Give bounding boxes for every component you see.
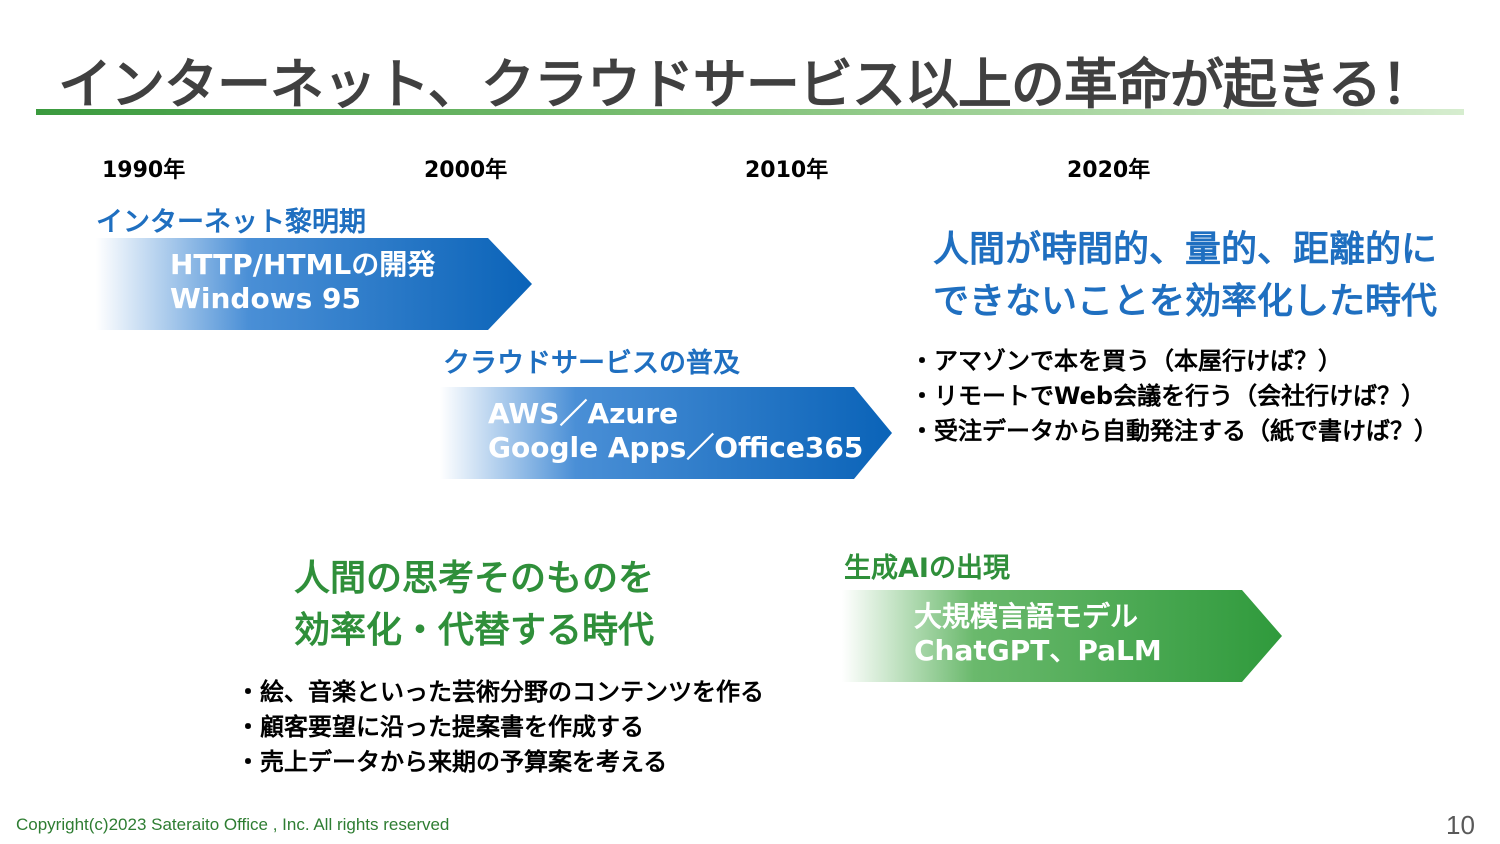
blue-bullet-2: ・リモートでWeb会議を行う（会社行けば？） (910, 382, 1426, 410)
title-underline (36, 109, 1464, 115)
genai-era-line-2: ChatGPT、PaLM (914, 634, 1162, 667)
cloud-era-label: クラウドサービスの普及 (443, 348, 740, 379)
year-2020: 2020年 (1067, 158, 1151, 183)
genai-era-arrow: 大規模言語モデル ChatGPT、PaLM (842, 590, 1282, 682)
blue-headline-line-1: 人間が時間的、量的、距離的に (932, 229, 1437, 270)
green-bullet-1: ・絵、音楽といった芸術分野のコンテンツを作る (236, 678, 764, 706)
year-2000: 2000年 (424, 158, 508, 183)
green-bullet-2: ・顧客要望に沿った提案書を作成する (236, 713, 644, 741)
cloud-era-line-2: Google Apps／Office365 (488, 431, 864, 464)
blue-era-bullets: ・アマゾンで本を買う（本屋行けば？） ・リモートでWeb会議を行う（会社行けば？… (910, 344, 1438, 449)
blue-bullet-3: ・受注データから自動発注する（紙で書けば？） (910, 417, 1438, 445)
green-headline-line-2: 効率化・代替する時代 (293, 610, 654, 651)
cloud-era-arrow: AWS／Azure Google Apps／Office365 (440, 387, 892, 479)
green-era-headline: 人間の思考そのものを 効率化・代替する時代 (214, 553, 734, 657)
blue-era-headline: 人間が時間的、量的、距離的に できないことを効率化した時代 (900, 224, 1470, 328)
internet-era-line-2: Windows 95 (170, 282, 361, 315)
cloud-era-line-1: AWS／Azure (488, 397, 679, 430)
internet-era-label: インターネット黎明期 (96, 207, 366, 238)
green-era-bullets: ・絵、音楽といった芸術分野のコンテンツを作る ・顧客要望に沿った提案書を作成する… (236, 675, 764, 780)
year-2010: 2010年 (745, 158, 829, 183)
internet-era-arrow: HTTP/HTMLの開発 Windows 95 (96, 238, 532, 330)
internet-era-line-1: HTTP/HTMLの開発 (170, 248, 436, 281)
copyright-notice: Copyright(c)2023 Sateraito Office , Inc.… (16, 815, 450, 834)
green-bullet-3: ・売上データから来期の予算案を考える (236, 748, 668, 776)
page-number: 10 (1446, 810, 1475, 840)
year-1990: 1990年 (102, 158, 186, 183)
green-headline-line-1: 人間の思考そのものを (293, 558, 654, 599)
genai-era-line-1: 大規模言語モデル (914, 600, 1139, 633)
genai-era-label: 生成AIの出現 (844, 553, 1010, 584)
slide-title: インターネット、クラウドサービス以上の革命が起きる！ (58, 53, 1435, 116)
blue-headline-line-2: できないことを効率化した時代 (932, 281, 1437, 322)
blue-bullet-1: ・アマゾンで本を買う（本屋行けば？） (910, 347, 1342, 375)
